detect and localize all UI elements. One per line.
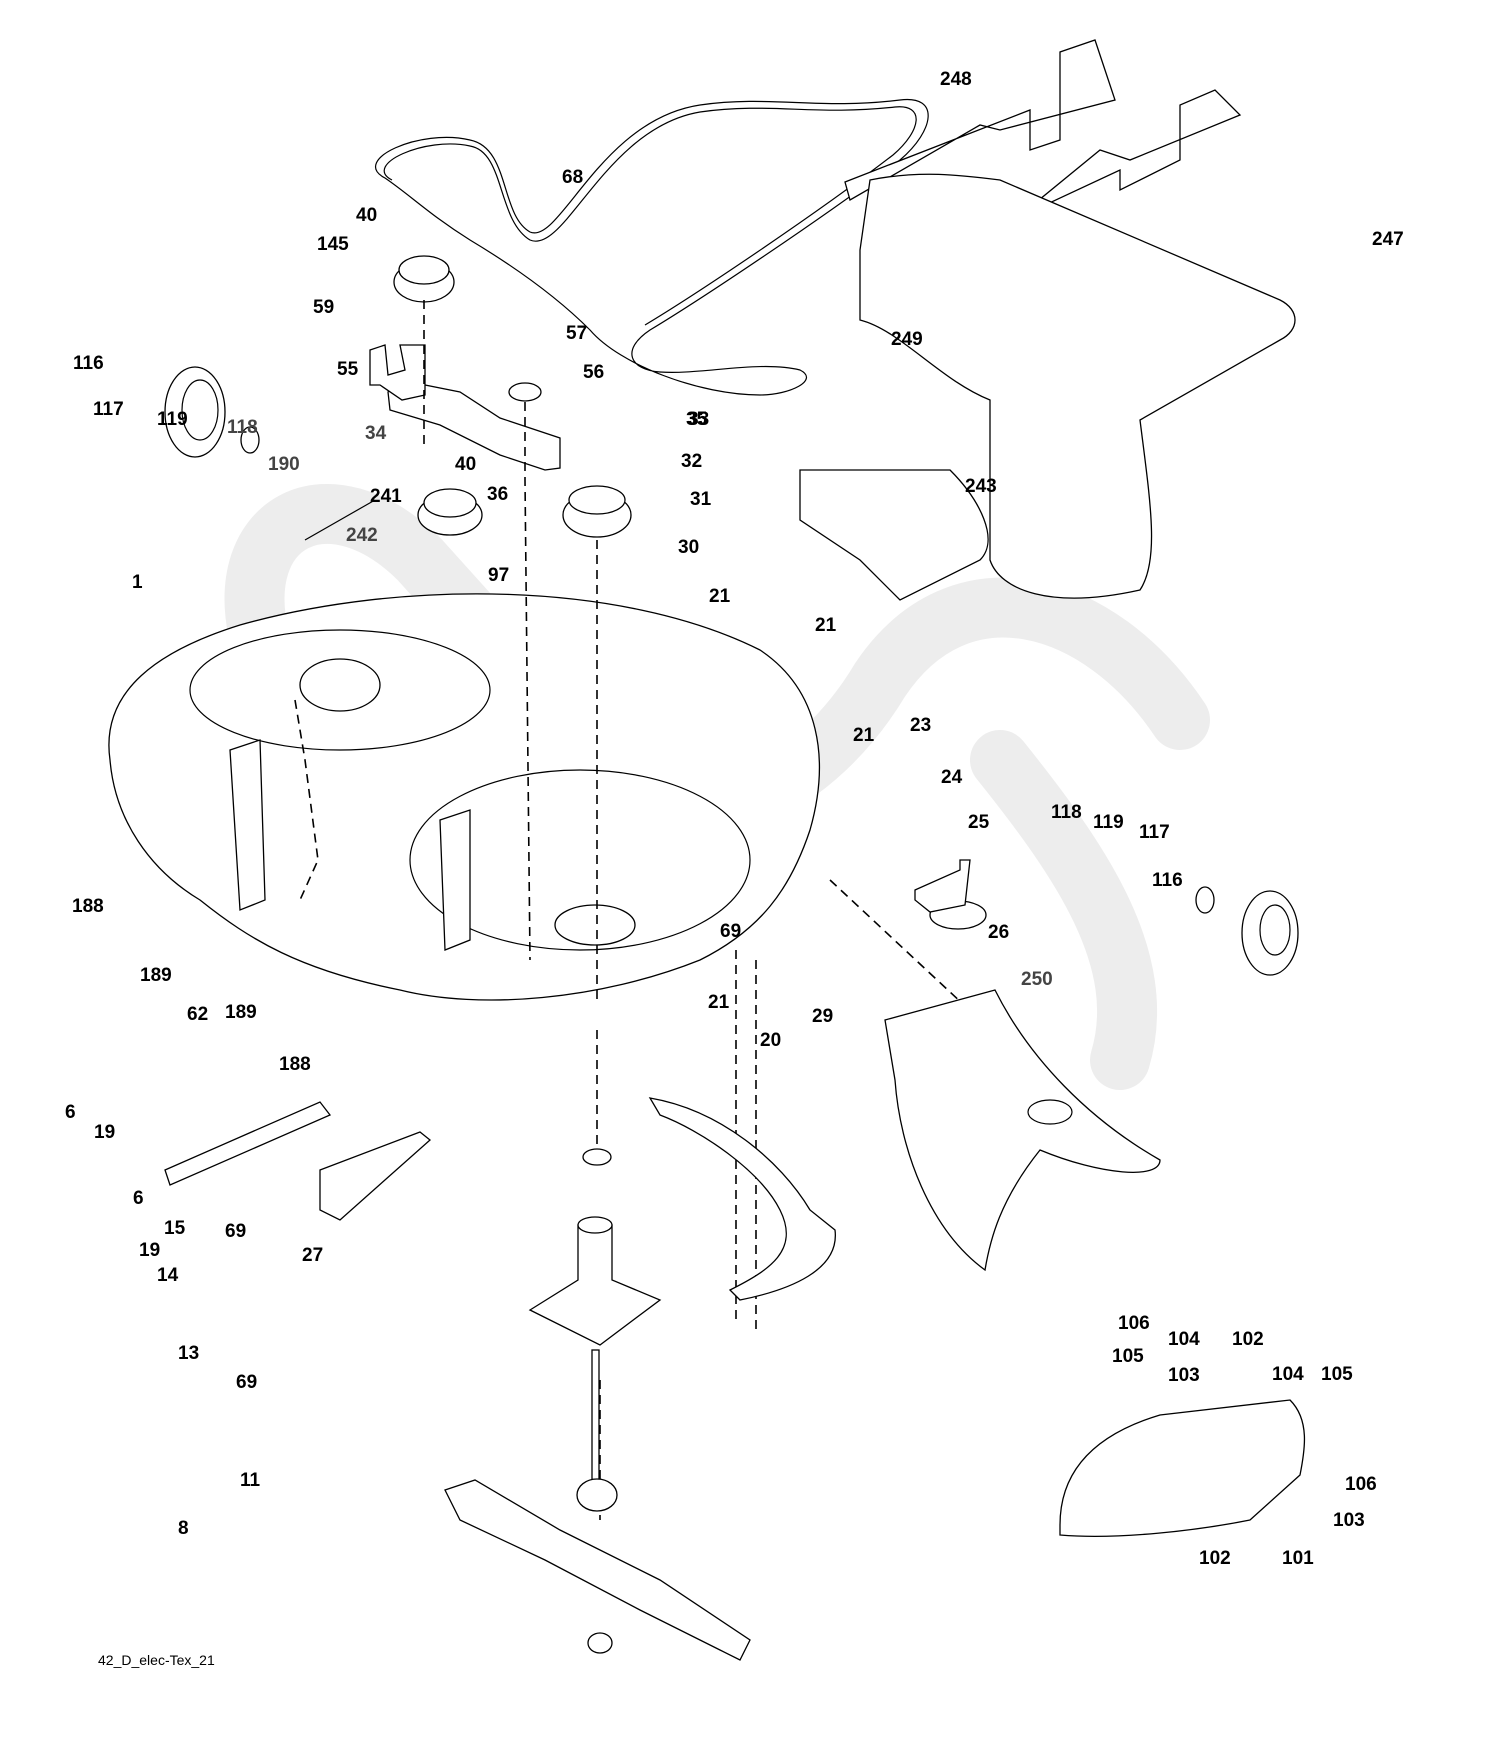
part-label-68[interactable]: 68 — [562, 167, 584, 188]
part-label-21[interactable]: 21 — [853, 725, 875, 746]
part-label-11[interactable]: 11 — [240, 1470, 261, 1491]
part-label-190[interactable]: 190 — [268, 454, 300, 475]
pivot-bracket — [914, 859, 971, 913]
part-label-119[interactable]: 119 — [157, 409, 188, 430]
part-label-13[interactable]: 13 — [178, 1343, 200, 1364]
part-label-117[interactable]: 117 — [1139, 822, 1170, 843]
mulch-cover — [1059, 1399, 1306, 1537]
part-label-189[interactable]: 189 — [140, 965, 172, 986]
mounting-brackets — [164, 1101, 432, 1221]
idler-arm — [369, 344, 561, 471]
part-label-243[interactable]: 243 — [965, 476, 997, 497]
part-label-56[interactable]: 56 — [583, 362, 605, 383]
part-label-103[interactable]: 103 — [1168, 1365, 1200, 1386]
part-label-24[interactable]: 24 — [941, 767, 963, 788]
part-label-247[interactable]: 247 — [1372, 229, 1404, 250]
part-label-116[interactable]: 116 — [1152, 870, 1183, 891]
drive-belt — [375, 98, 929, 396]
part-label-189[interactable]: 189 — [225, 1002, 257, 1023]
part-label-97[interactable]: 97 — [488, 565, 510, 586]
part-label-23[interactable]: 23 — [910, 715, 932, 736]
part-label-21[interactable]: 21 — [709, 586, 731, 607]
part-label-250[interactable]: 250 — [1021, 969, 1053, 990]
part-label-249[interactable]: 249 — [891, 329, 923, 350]
part-label-102[interactable]: 102 — [1199, 1548, 1231, 1569]
part-label-69[interactable]: 69 — [236, 1372, 258, 1393]
part-label-242[interactable]: 242 — [346, 525, 378, 546]
part-label-116[interactable]: 116 — [73, 353, 104, 374]
part-label-105[interactable]: 105 — [1112, 1346, 1144, 1367]
part-label-106[interactable]: 106 — [1118, 1313, 1150, 1334]
part-label-188[interactable]: 188 — [279, 1054, 311, 1075]
part-label-1[interactable]: 1 — [132, 572, 143, 593]
chute-bracket — [648, 1097, 836, 1301]
part-label-40[interactable]: 40 — [455, 454, 477, 475]
part-label-19[interactable]: 19 — [94, 1122, 116, 1143]
part-label-101[interactable]: 101 — [1282, 1548, 1314, 1569]
part-label-118[interactable]: 118 — [1051, 802, 1082, 823]
part-label-69[interactable]: 69 — [225, 1221, 247, 1242]
part-label-248[interactable]: 248 — [940, 69, 972, 90]
part-label-34[interactable]: 34 — [365, 423, 387, 444]
part-label-188[interactable]: 188 — [72, 896, 104, 917]
part-label-30[interactable]: 30 — [678, 537, 700, 558]
part-label-55[interactable]: 55 — [337, 359, 359, 380]
part-label-104[interactable]: 104 — [1168, 1329, 1200, 1350]
part-label-29[interactable]: 29 — [812, 1006, 834, 1027]
part-label-118[interactable]: 118 — [227, 417, 258, 438]
part-label-105[interactable]: 105 — [1321, 1364, 1353, 1385]
part-label-69[interactable]: 69 — [720, 921, 742, 942]
blade-spindle — [444, 1148, 751, 1661]
deck-housing-cover — [799, 173, 1296, 601]
part-label-20[interactable]: 20 — [760, 1030, 782, 1051]
part-label-36[interactable]: 36 — [487, 484, 509, 505]
part-label-19[interactable]: 19 — [139, 1240, 161, 1261]
part-label-21[interactable]: 21 — [815, 615, 837, 636]
part-label-117[interactable]: 117 — [93, 399, 124, 420]
part-label-57[interactable]: 57 — [566, 323, 588, 344]
mower-deck — [108, 593, 820, 1001]
part-label-27[interactable]: 27 — [302, 1245, 324, 1266]
discharge-chute — [884, 989, 1161, 1272]
part-label-15[interactable]: 15 — [164, 1218, 186, 1239]
gauge-wheels — [164, 366, 1299, 976]
part-label-103[interactable]: 103 — [1333, 1510, 1365, 1531]
part-label-40[interactable]: 40 — [356, 205, 378, 226]
part-label-8[interactable]: 8 — [178, 1518, 189, 1539]
part-label-6[interactable]: 6 — [133, 1188, 144, 1209]
part-label-106[interactable]: 106 — [1345, 1474, 1377, 1495]
tension-spring — [304, 499, 376, 541]
part-label-25[interactable]: 25 — [968, 812, 990, 833]
part-label-21[interactable]: 21 — [708, 992, 730, 1013]
part-label-62[interactable]: 62 — [187, 1004, 209, 1025]
part-label-14[interactable]: 14 — [157, 1265, 179, 1286]
part-label-241[interactable]: 241 — [370, 486, 402, 507]
part-label-119[interactable]: 119 — [1093, 812, 1124, 833]
part-label-59[interactable]: 59 — [313, 297, 335, 318]
part-label-102[interactable]: 102 — [1232, 1329, 1264, 1350]
part-label-104[interactable]: 104 — [1272, 1364, 1304, 1385]
diagram-caption: 42_D_elec-Tex_21 — [98, 1652, 215, 1668]
part-label-33[interactable]: 33 — [688, 409, 710, 430]
part-label-26[interactable]: 26 — [988, 922, 1010, 943]
part-label-32[interactable]: 32 — [681, 451, 703, 472]
part-label-145[interactable]: 145 — [317, 234, 349, 255]
pulleys — [393, 255, 632, 538]
part-label-6[interactable]: 6 — [65, 1102, 76, 1123]
part-label-31[interactable]: 31 — [690, 489, 712, 510]
part-label-35[interactable]: 35 — [686, 409, 708, 430]
